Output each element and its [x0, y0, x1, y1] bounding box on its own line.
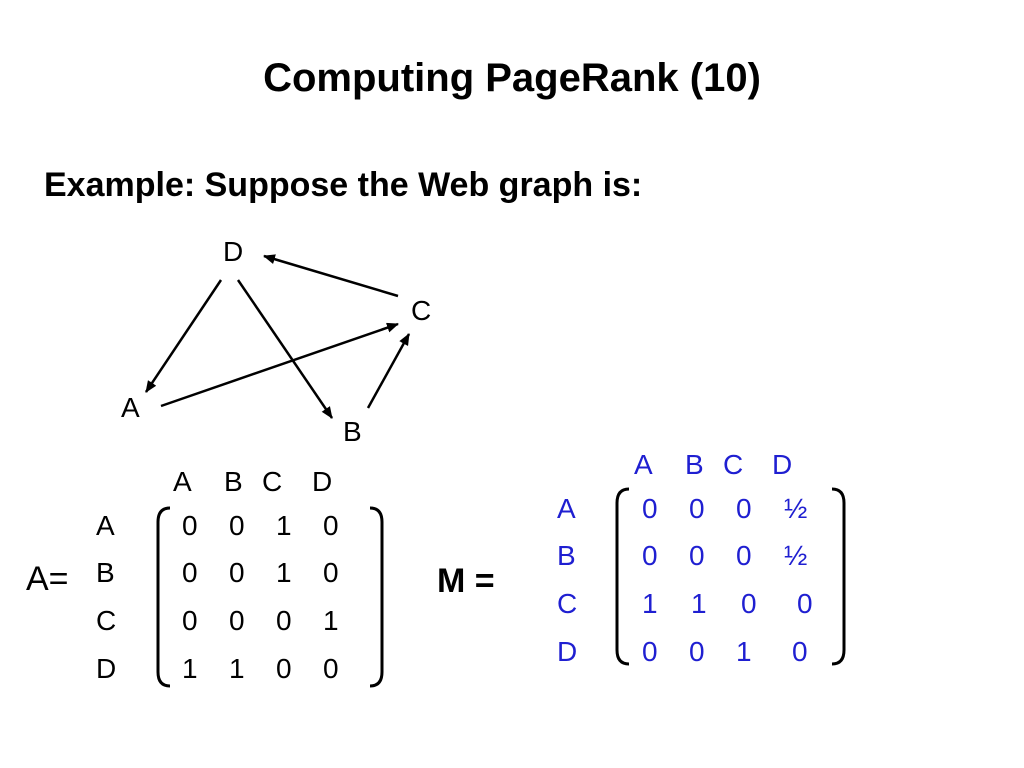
edge-d-to-a — [144, 279, 223, 393]
matrix-a-cell: 0 — [229, 605, 245, 636]
matrix-m-cell: 0 — [736, 540, 752, 571]
matrix-m-cell: 1 — [736, 636, 752, 667]
matrix-m-cell: 1 — [642, 588, 658, 619]
matrix-a-col-header-d: D — [312, 466, 333, 497]
matrix-m-cell: 0 — [689, 493, 705, 524]
matrix-m-cell: 0 — [689, 636, 705, 667]
matrix-m-cell: 0 — [689, 540, 705, 571]
matrix-a-col-header-b: B — [224, 466, 243, 497]
matrix-m-cell: 0 — [792, 636, 808, 667]
matrix-m-cell: 0 — [642, 493, 658, 524]
matrix-m-cell: 0 — [642, 540, 658, 571]
matrix-a-col-header-a: A — [173, 466, 192, 497]
matrix-a-cell: 0 — [323, 557, 339, 588]
matrix-m-cell: 1 — [691, 588, 707, 619]
matrix-m-cell: 0 — [736, 493, 752, 524]
matrix-m-col-header-b: B — [685, 449, 704, 480]
matrix-m-cell: ½ — [784, 493, 808, 524]
matrix-a-cell: 0 — [229, 510, 245, 541]
matrix-a-row-header-b: B — [96, 557, 115, 588]
matrix-m-row-header-c: C — [557, 588, 578, 619]
matrix-m-left-bracket — [615, 487, 630, 666]
matrix-a-cell: 1 — [276, 510, 292, 541]
matrix-m-label: M = — [437, 562, 495, 600]
matrix-a-cell: 0 — [276, 605, 292, 636]
matrix-a-cell: 0 — [182, 510, 198, 541]
matrix-a-right-bracket — [369, 506, 384, 688]
node-label-a: A — [121, 392, 140, 423]
matrix-m-cell: 0 — [741, 588, 757, 619]
matrix-a-cell: 0 — [276, 653, 292, 684]
matrix-a-cell: 0 — [323, 653, 339, 684]
matrix-m-row-header-d: D — [557, 636, 578, 667]
matrix-m-row-header-a: A — [557, 493, 576, 524]
matrix-m-col-header-c: C — [723, 449, 744, 480]
example-subtitle: Example: Suppose the Web graph is: — [44, 166, 643, 204]
node-label-d: D — [223, 236, 244, 267]
matrix-a-cell: 0 — [182, 557, 198, 588]
matrix-m-row-header-b: B — [557, 540, 576, 571]
matrix-m-cell: ½ — [784, 540, 808, 571]
matrix-a-cell: 1 — [323, 605, 339, 636]
matrix-a-cell: 1 — [182, 653, 198, 684]
matrix-a-cell: 0 — [229, 557, 245, 588]
matrix-a-cell: 1 — [229, 653, 245, 684]
edge-b-to-c — [366, 333, 411, 409]
node-label-b: B — [343, 416, 362, 447]
matrix-a-row-header-d: D — [96, 653, 117, 684]
matrix-m-col-header-d: D — [772, 449, 793, 480]
matrix-a-row-header-a: A — [96, 510, 115, 541]
edge-d-to-b — [236, 279, 334, 419]
edge-a-to-c — [160, 322, 399, 408]
matrix-a-cell: 1 — [276, 557, 292, 588]
matrix-m-cell: 0 — [797, 588, 813, 619]
matrix-a-left-bracket — [156, 506, 171, 688]
edge-c-to-d — [263, 254, 399, 298]
matrix-a-col-header-c: C — [262, 466, 283, 497]
matrix-a-cell: 0 — [182, 605, 198, 636]
matrix-a-label: A= — [26, 560, 69, 598]
slide-title: Computing PageRank (10) — [263, 56, 761, 100]
node-label-c: C — [411, 295, 432, 326]
matrix-m-cell: 0 — [642, 636, 658, 667]
matrix-a-row-header-c: C — [96, 605, 117, 636]
matrix-m-col-header-a: A — [634, 449, 653, 480]
matrix-a-cell: 0 — [323, 510, 339, 541]
matrix-m-right-bracket — [831, 487, 846, 666]
